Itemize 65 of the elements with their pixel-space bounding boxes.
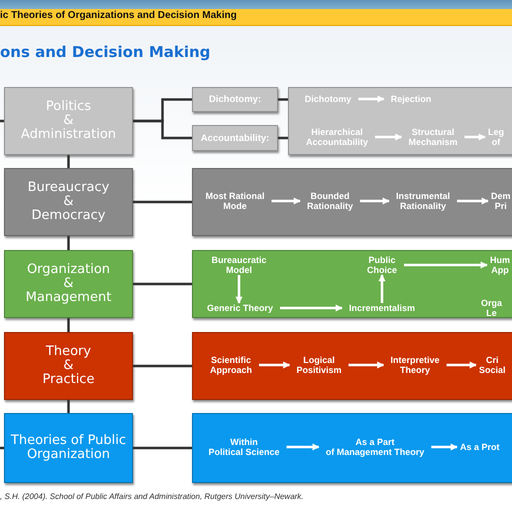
panel [192, 413, 512, 483]
category-box: Organization & Management [4, 250, 133, 318]
category-box: Theory & Practice [4, 332, 133, 400]
concept-text: Generic Theory [200, 303, 280, 313]
arrow [236, 275, 242, 304]
concept-text: Hum App [487, 255, 511, 275]
panel [288, 87, 512, 155]
concept-text: Scientific Approach [203, 355, 259, 375]
arrow [464, 134, 486, 140]
concept-text: Rejection [384, 94, 438, 104]
category-box: Bureaucracy & Democracy [4, 168, 133, 236]
connector-line [67, 155, 70, 168]
connector-line [67, 400, 70, 413]
arrow [358, 96, 384, 102]
concept-text: Orga Le [478, 298, 504, 318]
arrow [348, 362, 384, 368]
category-box: Politics & Administration [4, 87, 133, 155]
connector-line [133, 282, 192, 286]
concept-text: Dem Pri [488, 191, 512, 211]
connector-line [133, 200, 192, 204]
section-heading: ic Theories of Organizations and Decision Making [0, 10, 237, 21]
arrow [378, 274, 386, 303]
label-box: Dichotomy: [192, 87, 278, 112]
panel [192, 332, 512, 400]
concept-text: Dichotomy [298, 94, 358, 104]
page-title: ons and Decision Making [0, 43, 210, 61]
panel [192, 168, 512, 236]
concept-text: Public Choice [360, 255, 404, 275]
concept-text: Logical Positivism [289, 355, 349, 375]
arrow [280, 304, 343, 312]
connector-line [133, 446, 192, 450]
concept-text: Hierarchical Accountability [299, 127, 375, 147]
concept-text: Cri Social [476, 355, 507, 375]
citation: , S.H. (2004). School of Public Affairs and Administration, Rutgers University–Newark. [0, 492, 304, 501]
connector-line [278, 136, 288, 140]
connector-line [278, 98, 288, 101]
arrow [360, 198, 390, 204]
concept-text: Interpretive Theory [383, 355, 447, 375]
concept-text: Within Political Science [201, 437, 287, 457]
concept-text: Instrumental Rationality [389, 191, 457, 211]
arrow [446, 362, 477, 368]
connector-line [133, 120, 192, 140]
concept-text: Most Rational Mode [198, 191, 272, 211]
concept-text: Incrementalism [342, 303, 422, 313]
panel [192, 250, 512, 318]
concept-text: As a Prot [457, 442, 501, 452]
arrow [286, 444, 320, 450]
connector-line [0, 120, 4, 122]
arrow [457, 198, 489, 204]
connector-line [0, 446, 4, 450]
connector-line [67, 236, 70, 250]
label-box: Accountability: [192, 125, 278, 151]
arrow [431, 444, 458, 450]
category-box: Theories of Public Organization [4, 413, 133, 483]
concept-text: Bureaucratic Model [204, 255, 274, 275]
concept-text: Bounded Rationality [300, 191, 360, 211]
arrow [259, 362, 290, 368]
arrow [375, 134, 402, 140]
arrow [404, 262, 488, 268]
connector-line [133, 364, 192, 368]
concept-text: Structural Mechanism [401, 127, 465, 147]
concept-text: Leg of [485, 127, 506, 147]
arrow [272, 198, 301, 204]
concept-text: As a Part of Management Theory [318, 437, 432, 457]
connector-line [67, 318, 70, 332]
